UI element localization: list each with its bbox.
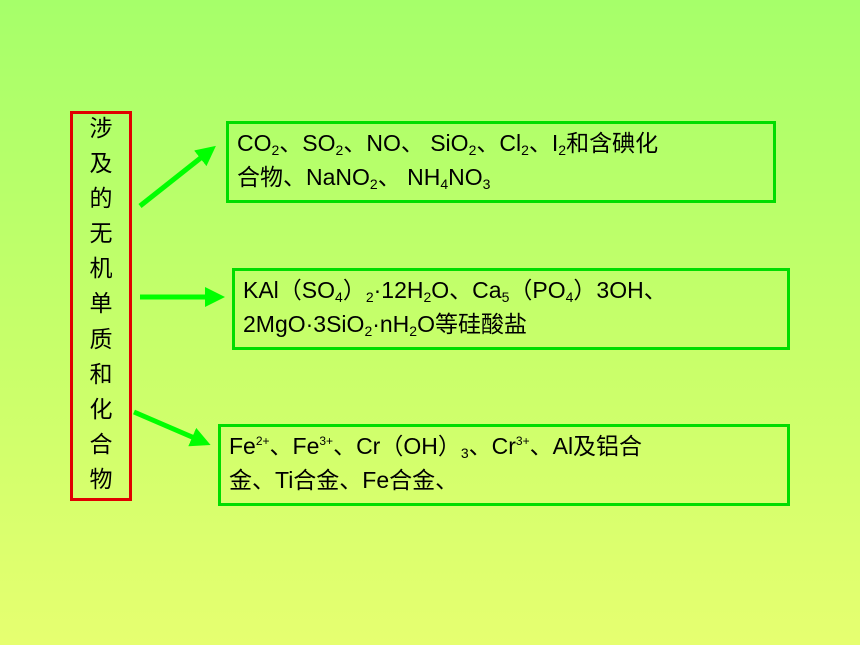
title-char: 涉 bbox=[89, 116, 113, 142]
arrow-to-box1 bbox=[138, 145, 216, 208]
compounds-box-2: KAl（SO4）2·12H2O、Ca5（PO4）3OH、 2MgO·3SiO2·… bbox=[232, 268, 790, 350]
formula-text: ）3OH、 bbox=[573, 277, 667, 303]
box2-line1: KAl（SO4）2·12H2O、Ca5（PO4）3OH、 bbox=[243, 273, 779, 307]
formula-text: 、Al及铝合 bbox=[529, 433, 643, 459]
title-char: 及 bbox=[89, 151, 113, 178]
vertical-title-box: 涉 及 的 无 机 单 质 和 化 合 物 bbox=[70, 111, 132, 501]
formula-text: ·12H bbox=[373, 277, 424, 303]
subscript: 2 bbox=[558, 142, 567, 158]
superscript: 3+ bbox=[515, 434, 530, 448]
formula-text: （PO bbox=[509, 277, 566, 303]
subscript: 4 bbox=[565, 289, 574, 305]
subscript: 2 bbox=[335, 142, 344, 158]
subscript: 4 bbox=[335, 289, 343, 305]
subscript: 2 bbox=[364, 323, 373, 339]
title-char: 化 bbox=[89, 396, 113, 423]
superscript: 2+ bbox=[255, 434, 270, 448]
superscript: 3+ bbox=[319, 434, 334, 448]
subscript: 2 bbox=[468, 142, 477, 158]
box3-line1: Fe2+、Fe3+、Cr（OH）3、Cr3+、Al及铝合 bbox=[229, 429, 779, 463]
formula-text: 、NO、 SiO bbox=[343, 130, 469, 156]
title-char: 质 bbox=[89, 326, 113, 353]
subscript: 2 bbox=[423, 289, 432, 305]
subscript: 2 bbox=[369, 176, 378, 192]
box2-line2: 2MgO·3SiO2·nH2O等硅酸盐 bbox=[243, 307, 779, 341]
subscript: 3 bbox=[482, 176, 491, 192]
subscript: 4 bbox=[440, 176, 449, 192]
title-char: 单 bbox=[89, 291, 113, 318]
subscript: 2 bbox=[365, 289, 374, 305]
formula-text: 、Cr（OH） bbox=[333, 433, 461, 459]
formula-text: CO bbox=[237, 130, 272, 156]
title-char: 无 bbox=[89, 221, 113, 248]
arrow-to-box3 bbox=[133, 409, 211, 447]
formula-text: 、Cr bbox=[468, 433, 516, 459]
title-char: 机 bbox=[89, 256, 113, 283]
formula-text: ） bbox=[342, 277, 366, 303]
box1-line1: CO2、SO2、NO、 SiO2、Cl2、I2和含碘化 bbox=[237, 126, 765, 160]
subscript: 5 bbox=[501, 289, 510, 305]
compounds-box-3: Fe2+、Fe3+、Cr（OH）3、Cr3+、Al及铝合 金、Ti合金、Fe合金… bbox=[218, 424, 790, 506]
subscript: 2 bbox=[409, 323, 418, 339]
formula-text: KAl（SO bbox=[243, 277, 336, 303]
box1-line2: 合物、NaNO2、 NH4NO3 bbox=[237, 160, 765, 194]
title-char: 的 bbox=[89, 186, 113, 213]
formula-text: 金、Ti合金、Fe合金、 bbox=[229, 467, 459, 493]
formula-text: 和含碘化 bbox=[566, 130, 659, 156]
compounds-box-1: CO2、SO2、NO、 SiO2、Cl2、I2和含碘化 合物、NaNO2、 NH… bbox=[226, 121, 776, 203]
formula-text: 、SO bbox=[279, 130, 336, 156]
formula-text: ·nH bbox=[372, 311, 410, 337]
subscript: 2 bbox=[271, 142, 280, 158]
formula-text: 合物、NaNO bbox=[237, 164, 370, 190]
formula-text: 2MgO·3SiO bbox=[243, 311, 365, 337]
title-char: 和 bbox=[89, 361, 113, 388]
title-char: 合 bbox=[89, 431, 113, 458]
formula-text: O、Ca bbox=[431, 277, 502, 303]
formula-text: 、I bbox=[528, 130, 559, 156]
formula-text: 、 NH bbox=[377, 164, 441, 190]
formula-text: 、Cl bbox=[476, 130, 522, 156]
subscript: 2 bbox=[521, 142, 529, 158]
formula-text: NO bbox=[448, 164, 483, 190]
subscript: 3 bbox=[460, 445, 469, 461]
formula-text: 、Fe bbox=[269, 433, 320, 459]
title-char: 物 bbox=[89, 466, 113, 493]
formula-text: O等硅酸盐 bbox=[417, 311, 527, 337]
box3-line2: 金、Ti合金、Fe合金、 bbox=[229, 463, 779, 497]
formula-text: Fe bbox=[229, 433, 256, 459]
